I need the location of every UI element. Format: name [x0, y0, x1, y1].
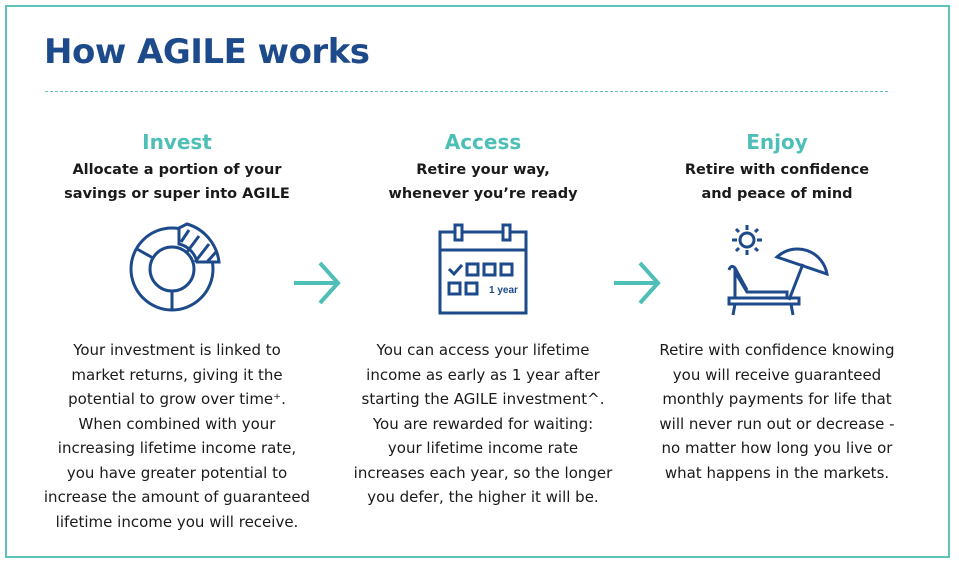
calendar-label: 1 year	[489, 285, 518, 296]
step-description: You can access your lifetime income as e…	[353, 341, 613, 506]
step-description: Retire with confidence knowing you will …	[659, 341, 895, 482]
page-title: How AGILE works	[44, 32, 370, 72]
step-heading: Invest	[142, 130, 212, 154]
calendar-icon: 1 year	[333, 218, 633, 334]
step-subtitle: Allocate a portion of your savings or su…	[64, 162, 290, 202]
pie-chart-icon	[27, 218, 327, 334]
step-heading: Enjoy	[746, 130, 808, 154]
step-enjoy: Enjoy Retire with confidence and peace o…	[627, 128, 927, 485]
arrow-right-icon	[614, 261, 661, 305]
step-access: Access Retire your way, whenever you’re …	[333, 128, 633, 510]
dashed-divider	[45, 91, 888, 92]
step-invest: Invest Allocate a portion of your saving…	[27, 128, 327, 534]
step-subtitle: Retire with confidence and peace of mind	[684, 162, 870, 202]
arrow-right-icon	[294, 261, 341, 305]
step-description: Your investment is linked to market retu…	[43, 341, 311, 531]
step-heading: Access	[444, 130, 522, 154]
step-subtitle: Retire your way, whenever you’re ready	[388, 162, 578, 202]
beach-chair-icon	[627, 218, 927, 334]
card-frame	[5, 5, 950, 558]
